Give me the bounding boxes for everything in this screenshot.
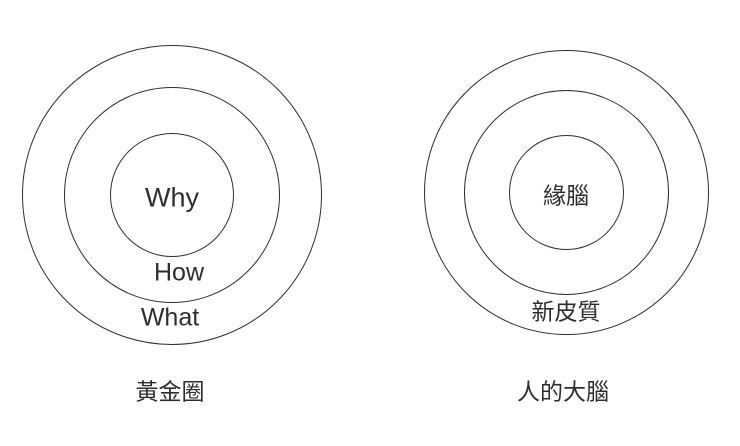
label-limbic-brain: 緣腦 <box>543 182 589 209</box>
golden-circle-inner-ring <box>110 133 234 257</box>
caption-golden-circle: 黃金圈 <box>135 378 205 405</box>
label-neocortex: 新皮質 <box>531 298 601 325</box>
caption-human-brain: 人的大腦 <box>517 378 609 405</box>
golden-circle-outer-ring <box>22 45 322 345</box>
label-how: How <box>153 258 205 287</box>
golden-circle-middle-ring <box>64 87 280 303</box>
label-what: What <box>140 303 200 332</box>
brain-inner-ring <box>509 135 624 250</box>
label-why: Why <box>145 182 199 213</box>
brain-outer-ring <box>424 50 709 335</box>
brain-middle-ring <box>464 90 669 295</box>
